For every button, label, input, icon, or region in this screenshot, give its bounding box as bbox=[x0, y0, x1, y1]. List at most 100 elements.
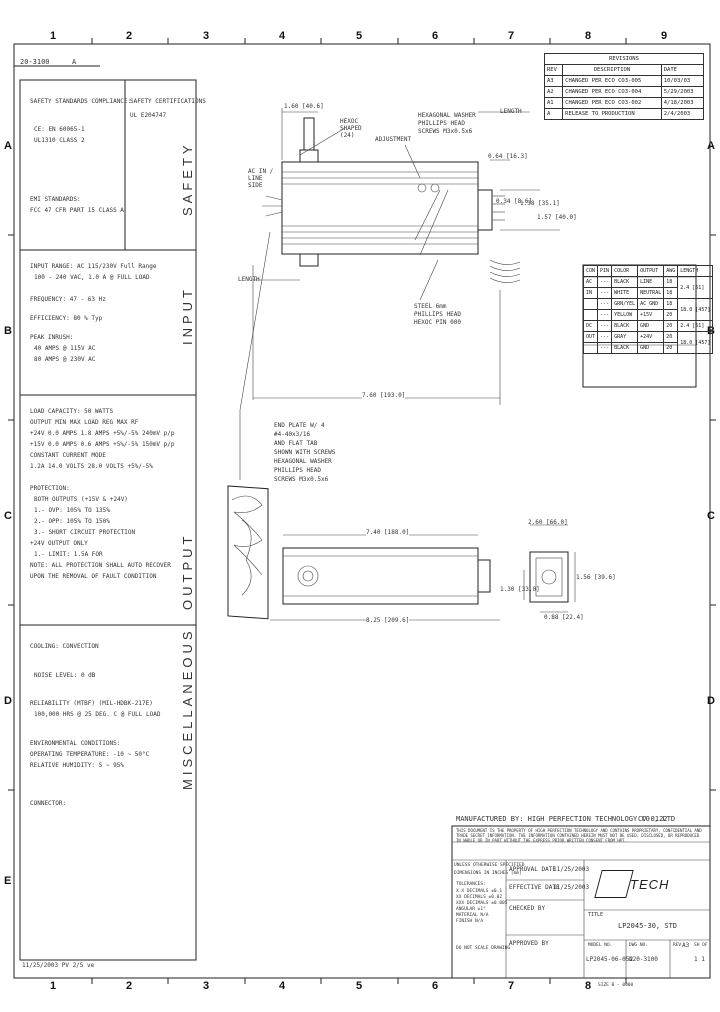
row-label: A bbox=[707, 140, 715, 152]
callout-label: ADJUSTMENT bbox=[375, 136, 412, 143]
wire-cell: --- bbox=[597, 320, 613, 332]
callout-label: HEXOC SHAPED (24) bbox=[340, 118, 362, 139]
rev-label: REV bbox=[673, 943, 682, 948]
callout-label: HEXOC PIN 000 bbox=[414, 319, 461, 326]
col-label: 7 bbox=[508, 30, 515, 42]
approved-label: APPROVED BY bbox=[509, 940, 549, 947]
wire-cell: LINE bbox=[637, 276, 665, 288]
footer-label: 7 bbox=[508, 980, 515, 992]
dim-label: LENGTH bbox=[500, 108, 522, 115]
misc-line: NOISE LEVEL: 0 dB bbox=[34, 672, 96, 679]
misc-line: CONNECTOR: bbox=[30, 800, 67, 807]
dim-label: 1.60 [40.6] bbox=[284, 103, 324, 110]
output-side-label: OUTPUT bbox=[180, 532, 195, 610]
part-ref: 20-3100 bbox=[20, 58, 50, 66]
checked-label: CHECKED BY bbox=[509, 905, 546, 912]
wire-cell: BLACK bbox=[611, 276, 639, 288]
wire-cell: 20 bbox=[663, 309, 679, 321]
date-cell: 4/18/2003 bbox=[660, 97, 705, 109]
wire-col-header: COLOR bbox=[611, 265, 639, 277]
callout-label: AC IN / LINE SIDE bbox=[248, 168, 274, 189]
wire-table: CON PIN COLOR OUTPUT AWG LENGTH AC---BLA… bbox=[582, 265, 714, 354]
dim-label: 8.25 [209.6] bbox=[366, 617, 410, 624]
callout-label: END PLATE W/ 4 bbox=[274, 422, 325, 429]
rev-cell: A1 bbox=[543, 97, 564, 109]
col-label: 6 bbox=[432, 30, 439, 42]
output-line: 1.2A 14.0 VOLTS 28.0 VOLTS +5%/-5% bbox=[30, 463, 153, 470]
dim-label: 0.64 [16.3] bbox=[488, 153, 528, 160]
wire-cell: OUT bbox=[582, 331, 599, 343]
dim-label: 1.30 [33.0] bbox=[500, 586, 540, 593]
wire-col-header: LENGTH bbox=[677, 265, 714, 277]
output-line: LOAD CAPACITY: 50 WATTS bbox=[30, 408, 114, 415]
row-label: C bbox=[4, 510, 12, 522]
output-line: CONSTANT CURRENT MODE bbox=[30, 452, 106, 459]
output-line: +24V 0.0 AMPS 1.8 AMPS +5%/-5% 240mV p/p bbox=[30, 430, 175, 437]
safety-side-label: SAFETY bbox=[180, 141, 195, 216]
col-label: 9 bbox=[661, 30, 668, 42]
units-note: UNLESS OTHERWISE SPECIFIED bbox=[454, 863, 525, 868]
input-line: FREQUENCY: 47 - 63 Hz bbox=[30, 296, 106, 303]
tolerance-line: MATERIAL N/A bbox=[456, 913, 489, 918]
input-line: INPUT RANGE: AC 115/230V Full Range bbox=[30, 263, 157, 270]
wire-cell: 20 bbox=[663, 331, 679, 343]
date-cell: 2/4/2003 bbox=[660, 108, 705, 120]
wire-col-header: OUTPUT bbox=[637, 265, 665, 277]
sheet-label: SH OF bbox=[694, 943, 708, 948]
desc-header: DESCRIPTION bbox=[562, 64, 662, 76]
dim-label: 0.88 [22.4] bbox=[544, 614, 584, 621]
callout-label: SHOWN WITH SCREWS bbox=[274, 449, 336, 456]
wire-cell: --- bbox=[597, 298, 613, 310]
output-line: OUTPUT MIN MAX LOAD REG MAX RF bbox=[30, 419, 139, 426]
output-line: +24V OUTPUT ONLY bbox=[30, 540, 88, 547]
wire-cell: --- bbox=[597, 276, 613, 288]
frame-ticks bbox=[8, 38, 716, 984]
wire-cell: 18.0 [457] bbox=[677, 331, 714, 354]
wire-cell: GND bbox=[637, 342, 665, 354]
row-label: B bbox=[4, 325, 12, 337]
compliance-line: UL1310 CLASS 2 bbox=[34, 137, 85, 144]
dims-note: DIMENSIONS IN INCHES [mm] bbox=[454, 871, 522, 876]
callout-label: SCREWS M3x0.5x6 bbox=[274, 476, 329, 483]
rev-cell: A2 bbox=[543, 86, 564, 98]
misc-line: RELIABILITY (MTBF) (MIL-HDBK-217E) bbox=[30, 700, 153, 707]
wire-cell: 18.0 [457] bbox=[677, 298, 714, 321]
wire-cell: YELLOW bbox=[611, 309, 639, 321]
callout-label: SCREWS M3x0.5x6 bbox=[418, 128, 473, 135]
callout-label: HEXAGONAL WASHER bbox=[418, 112, 476, 119]
wire-cell bbox=[582, 309, 599, 321]
wire-cell: 2.4 [61] bbox=[677, 276, 714, 299]
wire-cell: 20 bbox=[663, 342, 679, 354]
col-label: 4 bbox=[279, 30, 286, 42]
dim-label: 1.57 [40.0] bbox=[537, 214, 577, 221]
drawing-title: LP2045-30, STD bbox=[618, 922, 678, 930]
wire-cell: --- bbox=[597, 342, 613, 354]
company-name: TECH bbox=[630, 877, 670, 892]
input-line: 100 - 240 VAC, 1.0 A @ FULL LOAD bbox=[34, 274, 150, 281]
input-line: PEAK INRUSH: bbox=[30, 334, 74, 341]
tolerance-line: TOLERANCES: bbox=[456, 882, 486, 887]
rev-value: A3 bbox=[682, 942, 690, 949]
dim-label: 1.56 [39.6] bbox=[576, 574, 616, 581]
misc-line: 100,000 HRS @ 25 DEG. C @ FULL LOAD bbox=[34, 711, 161, 718]
tolerance-line: ANGULAR ±1° bbox=[456, 907, 486, 912]
wire-cell: 2.4 [61] bbox=[677, 320, 714, 332]
rev-cell: A3 bbox=[543, 75, 564, 87]
output-line: NOTE: ALL PROTECTION SHALL AUTO RECOVER bbox=[30, 562, 171, 569]
date-cell: 5/29/2003 bbox=[660, 86, 705, 98]
tolerance-line: XXX DECIMALS ±0.005 bbox=[456, 901, 508, 906]
emi-line: FCC 47 CFR PART 15 CLASS A bbox=[30, 207, 124, 214]
callout-label: PHILLIPS HEAD bbox=[274, 467, 321, 474]
callout-label: PHILLIPS HEAD bbox=[414, 311, 461, 318]
callout-label: STEEL 6mm bbox=[414, 303, 447, 310]
col-label: 1 bbox=[50, 30, 57, 42]
desc-cell: CHANGED PER ECO CO3-002 bbox=[562, 97, 662, 109]
